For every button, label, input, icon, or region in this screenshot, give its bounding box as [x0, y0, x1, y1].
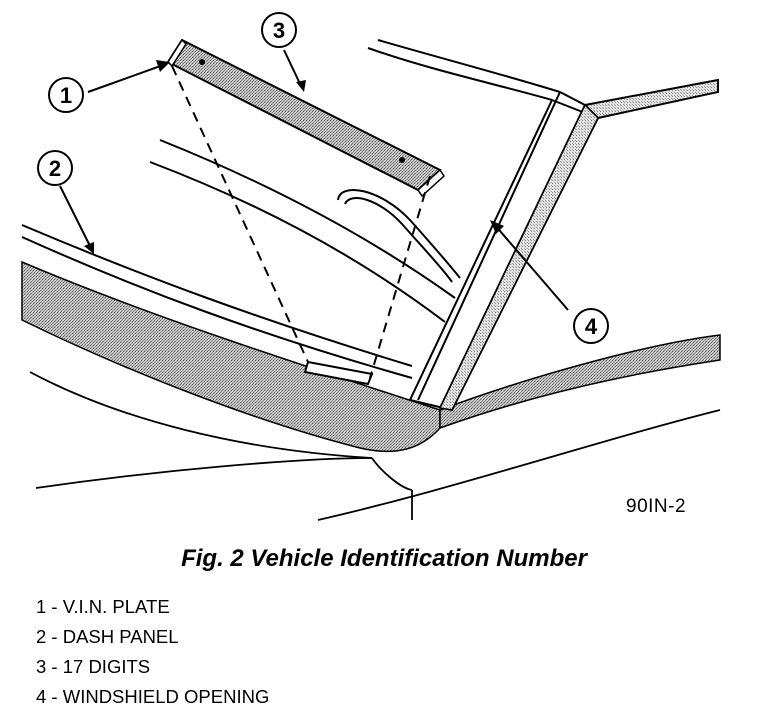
vin-location-illustration: 1 2 3 4 — [21, 12, 721, 521]
projection-lines — [171, 65, 431, 379]
callout-4: 4 — [573, 308, 609, 344]
vin-plate-slot — [303, 360, 374, 386]
legend: 1 - V.I.N. PLATE 2 - DASH PANEL 3 - 17 D… — [36, 596, 269, 716]
svg-text:3: 3 — [273, 18, 285, 43]
svg-text:2: 2 — [49, 156, 61, 181]
legend-item-17-digits: 3 - 17 DIGITS — [36, 656, 151, 677]
leader-arrowheads — [84, 60, 504, 254]
cowl-edge — [439, 334, 721, 430]
callout-1: 1 — [48, 77, 84, 113]
rivet-icon — [399, 157, 405, 163]
legend-item-vin-plate: 1 - V.I.N. PLATE — [36, 596, 170, 617]
callout-3: 3 — [261, 12, 297, 48]
pillar-shading — [438, 103, 599, 411]
dash-pad-edge — [21, 260, 441, 453]
vin-plate — [166, 38, 445, 198]
callout-2: 2 — [37, 150, 73, 186]
legend-item-dash-panel: 2 - DASH PANEL — [36, 626, 179, 647]
legend-item-windshield-opening: 4 - WINDSHIELD OPENING — [36, 686, 270, 707]
roof-lines — [367, 39, 719, 120]
svg-text:4: 4 — [585, 314, 598, 339]
body-lines — [29, 371, 721, 521]
dash-panel-lines — [21, 139, 461, 379]
svg-text:1: 1 — [60, 83, 72, 108]
rivet-icon — [199, 59, 205, 65]
figure-caption: Fig. 2 Vehicle Identification Number — [181, 545, 587, 572]
figure-code: 90IN-2 — [626, 496, 687, 517]
